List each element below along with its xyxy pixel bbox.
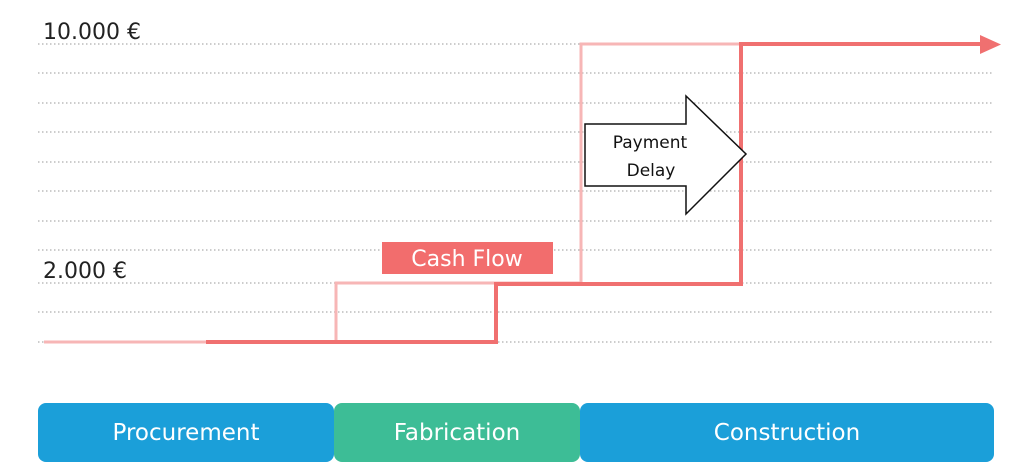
payment-delay-arrow	[584, 94, 748, 216]
phase-fabrication: Fabrication	[334, 403, 580, 462]
gridlines	[38, 43, 992, 343]
y-axis-bottom-label: 2.000 €	[43, 259, 127, 284]
payment-delay-label-line1: Payment	[613, 133, 688, 153]
payment-delay-label-line2: Delay	[627, 161, 676, 181]
phase-procurement: Procurement	[38, 403, 334, 462]
cash-flow-diagram: 10.000 € 2.000 € Payment Delay Cash Flow	[38, 20, 1001, 344]
phase-construction: Construction	[580, 403, 994, 462]
y-axis-top-label: 10.000 €	[43, 20, 141, 45]
arrow-head-icon	[980, 35, 1001, 54]
cash-flow-badge	[382, 242, 553, 274]
planned-step-line	[44, 42, 742, 344]
cash-flow-badge-label: Cash Flow	[411, 247, 522, 272]
cash-flow-step-line	[206, 42, 982, 344]
